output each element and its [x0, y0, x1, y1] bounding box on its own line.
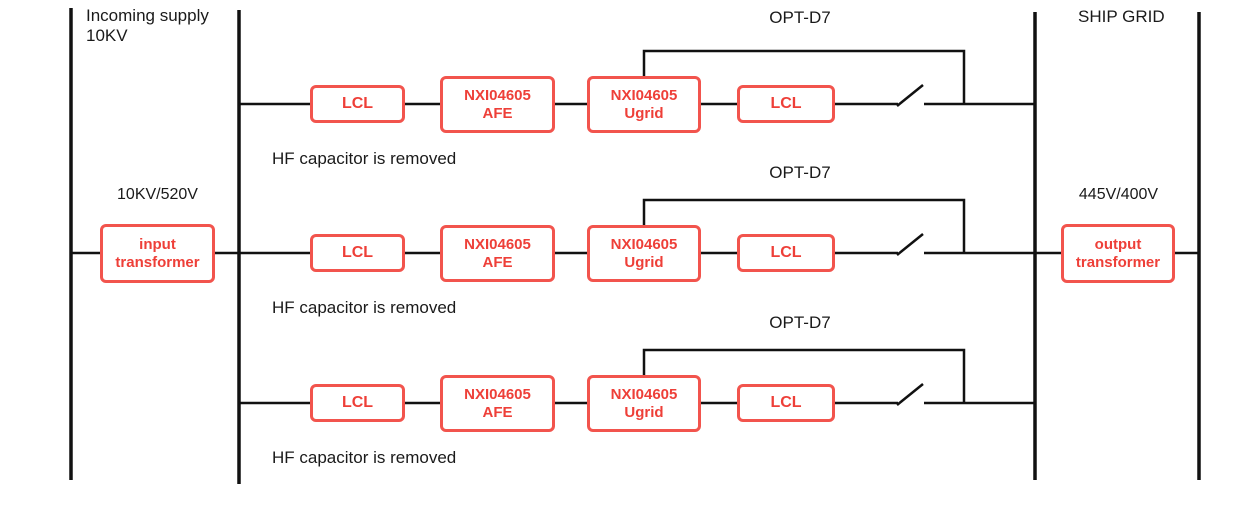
input-transformer-box: input transformer: [100, 224, 215, 283]
branch-2-ugrid-label-line1: NXI04605: [610, 235, 678, 253]
branch-3-lcl-output-box: LCL: [737, 384, 835, 422]
branch-2-ugrid-box: NXI04605 Ugrid: [587, 225, 701, 282]
branch-1-opt-label: OPT-D7: [769, 8, 831, 27]
branch-3-lcl-input-box: LCL: [310, 384, 405, 422]
branch-3-lcl-output-label: LCL: [770, 394, 802, 412]
branch-1-bypass-line: [642, 49, 966, 104]
branch-1-lcl-output-box: LCL: [737, 85, 835, 123]
branch-1-lcl-input-label: LCL: [341, 95, 374, 113]
branch-1-ugrid-label-line1: NXI04605: [610, 86, 678, 104]
branch-3-afe-label-line2: AFE: [482, 403, 513, 421]
branch-1-afe-label-line1: NXI04605: [464, 86, 531, 104]
ship-grid-label: SHIP GRID: [1078, 7, 1165, 26]
branch-1-afe-box: NXI04605 AFE: [440, 76, 555, 133]
branch-1-lcl-input-box: LCL: [310, 85, 405, 123]
branch-2-note: HF capacitor is removed: [272, 298, 457, 317]
incoming-supply-label: Incoming supply 10KV: [86, 6, 209, 45]
branch-1-note: HF capacitor is removed: [272, 149, 457, 168]
branch-3-afe-box: NXI04605 AFE: [440, 375, 555, 432]
branch-2-lcl-output-box: LCL: [737, 234, 835, 272]
branch-2-lcl-input-label: LCL: [341, 244, 374, 262]
output-transformer-label-line2: transformer: [1075, 253, 1161, 271]
branch-1-ugrid-label-line2: Ugrid: [624, 104, 664, 122]
branch-2-bypass-line: [642, 198, 966, 253]
branch-3-ugrid-label-line2: Ugrid: [624, 403, 664, 421]
branch-2-opt-label: OPT-D7: [769, 163, 831, 182]
branch-2-ugrid-label-line2: Ugrid: [624, 253, 664, 271]
branch-2-lcl-output-label: LCL: [770, 244, 802, 262]
branch-2-afe-label-line1: NXI04605: [464, 235, 531, 253]
branch-2-afe-box: NXI04605 AFE: [440, 225, 555, 282]
output-transformer-label-line1: output: [1094, 235, 1142, 253]
branch-1-switch-blade: [896, 84, 924, 107]
branch-1-afe-label-line2: AFE: [482, 104, 513, 122]
branch-3-ugrid-box: NXI04605 Ugrid: [587, 375, 701, 432]
input-transformer-label-line1: input: [139, 235, 176, 253]
output-transformer-ratio-label: 445V/400V: [1078, 186, 1159, 203]
input-transformer-ratio-label: 10KV/520V: [117, 186, 198, 203]
input-transformer-label-line2: transformer: [115, 253, 200, 271]
output-transformer-box: output transformer: [1061, 224, 1175, 283]
branch-3-switch-blade: [896, 383, 924, 406]
branch-3-note: HF capacitor is removed: [272, 448, 457, 467]
branch-2-lcl-input-box: LCL: [310, 234, 405, 272]
branch-2-afe-label-line2: AFE: [482, 253, 513, 271]
branch-3-ugrid-label-line1: NXI04605: [610, 385, 678, 403]
branch-2-switch-blade: [896, 233, 924, 256]
branch-3-opt-label: OPT-D7: [769, 313, 831, 332]
branch-3-lcl-input-label: LCL: [341, 394, 374, 412]
branch-1-ugrid-box: NXI04605 Ugrid: [587, 76, 701, 133]
branch-3-afe-label-line1: NXI04605: [464, 385, 531, 403]
branch-1-lcl-output-label: LCL: [770, 95, 802, 113]
branch-3-bypass-line: [642, 348, 966, 403]
